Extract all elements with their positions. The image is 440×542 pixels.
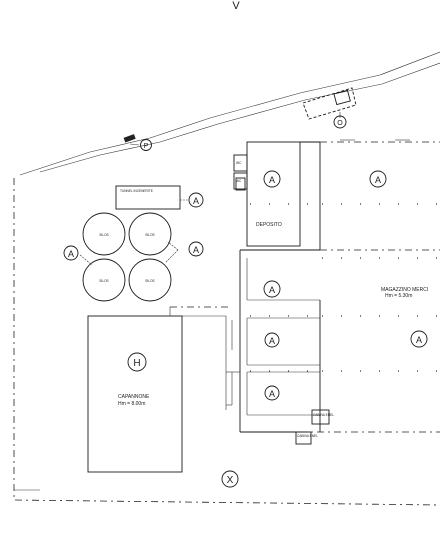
marker-a-silos-right: A	[188, 241, 204, 257]
svg-text:A: A	[269, 336, 275, 346]
marker-a-bay-2: A	[264, 385, 280, 401]
marker-a-warehouse-mid: A	[263, 280, 281, 298]
svg-text:A: A	[269, 175, 275, 185]
svg-text:H: H	[133, 358, 140, 369]
marker-a-warehouse-right: A	[410, 330, 428, 348]
cabina-box-1: CABINA ENEL	[311, 409, 334, 425]
capannone-label-1: CAPANNONE	[118, 394, 150, 400]
road-boundary	[13, 51, 440, 506]
gate-p: P	[123, 134, 152, 151]
marker-x: X	[221, 470, 239, 488]
silo-1	[82, 212, 126, 256]
north-symbol: V	[232, 0, 240, 12]
silo-3-label: SILOS	[99, 279, 108, 283]
side-box-1-label: WC	[236, 161, 242, 165]
svg-text:A: A	[416, 335, 422, 345]
side-box-2-label: WC	[236, 179, 242, 183]
silo-1-label: SILOS	[99, 233, 108, 237]
marker-h: H	[127, 352, 147, 372]
magazzino-label-2: Hm = 5.30m	[385, 293, 412, 299]
marker-p: P	[144, 143, 149, 150]
small-building-o	[302, 87, 357, 120]
svg-text:A: A	[269, 389, 275, 399]
svg-text:A: A	[193, 245, 199, 255]
marker-a-bay-1: A	[264, 332, 280, 348]
marker-a-warehouse-top: A	[369, 170, 387, 188]
deposito-label: DEPOSITO	[256, 222, 282, 228]
capannone-building: CAPANNONE Hm = 8.00m	[87, 306, 232, 473]
tunnel-label: TUNNEL INCENERITE	[120, 189, 153, 193]
svg-text:A: A	[375, 175, 381, 185]
silo-3	[82, 258, 126, 302]
svg-text:CABINA ENEL: CABINA ENEL	[297, 434, 318, 438]
svg-text:CABINA ENEL: CABINA ENEL	[313, 413, 334, 417]
svg-text:X: X	[227, 475, 234, 486]
marker-a-tunnel: A	[188, 192, 204, 208]
marker-o: O	[333, 115, 347, 129]
silos-group: SILOS SILOS SILOS SILOS	[79, 212, 179, 302]
column-grid	[250, 203, 440, 372]
silo-4-label: SILOS	[145, 279, 154, 283]
silo-4	[128, 258, 172, 302]
cabina-box-2: CABINA ENEL	[295, 431, 318, 445]
marker-a-silos-left: A	[63, 245, 79, 261]
marker-a-deposito: A	[263, 170, 281, 188]
svg-text:A: A	[193, 196, 199, 206]
silo-2-label: SILOS	[145, 233, 154, 237]
side-boxes: WC WC	[233, 154, 248, 191]
capannone-label-2: Hm = 8.00m	[118, 401, 145, 407]
svg-text:A: A	[269, 285, 275, 295]
svg-text:A: A	[68, 249, 74, 259]
tunnel-box: TUNNEL INCENERITE	[115, 185, 188, 210]
svg-text:O: O	[337, 120, 343, 127]
silo-2	[128, 212, 172, 256]
deposito-building: DEPOSITO	[246, 141, 301, 247]
magazzino-label-1: MAGAZZINO MERCI	[381, 287, 428, 293]
